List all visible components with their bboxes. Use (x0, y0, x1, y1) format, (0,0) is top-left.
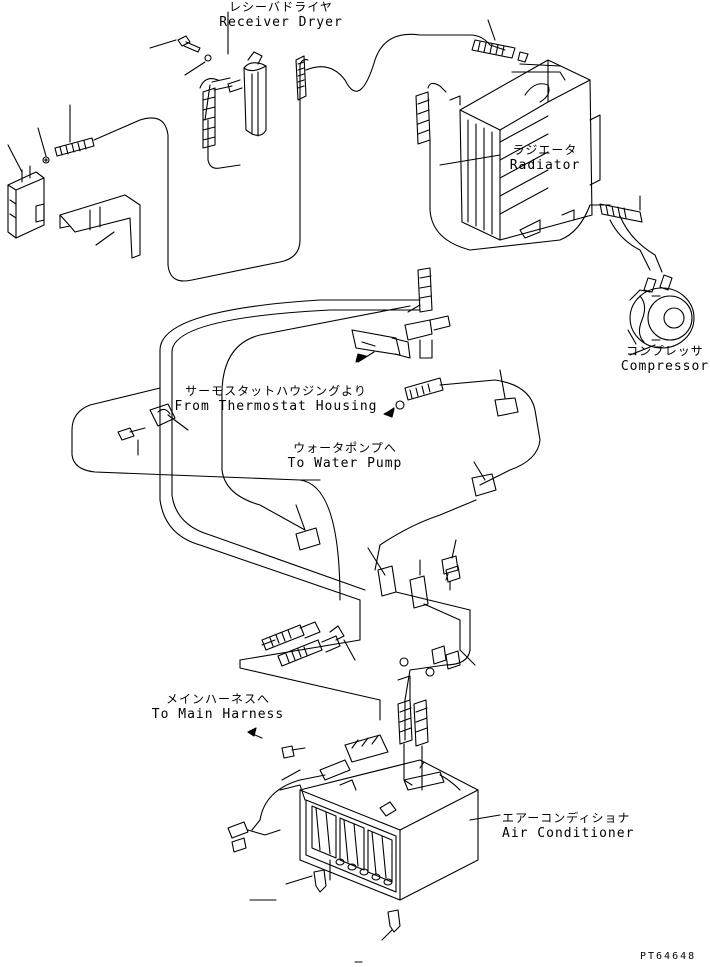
main-harness-label-jp: メインハーネスへ (165, 692, 270, 706)
receiver-dryer-label-en: Receiver Dryer (219, 15, 343, 30)
receiver-dryer-label-jp: レシーバドライヤ (229, 0, 333, 14)
water-pump-label: ウォータポンプへ To Water Pump (280, 441, 410, 471)
leader-lines-left (8, 105, 114, 245)
receiver-dryer-part (203, 52, 306, 148)
air-conditioner-label: エアーコンディショナ Air Conditioner (502, 811, 642, 841)
thermostat-label-jp: サーモスタットハウジングより (185, 384, 367, 398)
center-left-clamp (118, 404, 188, 455)
water-pump-hoses (296, 370, 540, 570)
coolant-pipes (72, 300, 420, 720)
receiver-bolt (150, 36, 211, 75)
thermostat-hoses (352, 268, 450, 362)
water-pump-arrow (384, 409, 394, 417)
label-leaders (250, 155, 655, 962)
radiator-label-jp: ラジエータ (512, 143, 578, 157)
main-harness-label: メインハーネスへ To Main Harness (150, 692, 286, 722)
harness-arrow (248, 728, 262, 738)
radiator-label: ラジエータ Radiator (500, 143, 590, 173)
left-bracket-assembly (8, 157, 140, 258)
compressor-part (628, 275, 694, 348)
thermostat-arrow (356, 354, 366, 362)
air-conditioner-label-en: Air Conditioner (502, 826, 635, 841)
compressor-label-jp: コンプレッサ (626, 344, 704, 358)
upper-hose (306, 20, 528, 91)
main-harness-label-en: To Main Harness (151, 707, 285, 722)
left-hose (55, 138, 94, 156)
right-bolt (446, 566, 460, 590)
harness-connectors (228, 735, 388, 852)
ac-vertical-hoses (398, 676, 428, 790)
compressor-label-en: Compressor (620, 359, 710, 374)
drain-fittings (286, 870, 400, 940)
lower-pipe-clamps (368, 540, 475, 740)
water-pump-label-jp: ウォータポンプへ (293, 441, 397, 455)
radiator-part (450, 60, 600, 240)
radiator-hose-left (416, 83, 610, 250)
compressor-hoses (600, 196, 662, 272)
water-pump-label-en: To Water Pump (287, 456, 403, 471)
compressor-label: コンプレッサ Compressor (620, 344, 710, 374)
main-pipe-route (94, 60, 308, 281)
air-conditioner-part (300, 760, 478, 900)
left-hose-pair (262, 622, 355, 666)
thermostat-label: サーモスタットハウジングより From Thermostat Housing (170, 384, 382, 414)
receiver-dryer-label: レシーバドライヤ Receiver Dryer (216, 0, 346, 30)
thermostat-label-en: From Thermostat Housing (174, 399, 378, 414)
drawing-code: PT64648 (640, 951, 697, 962)
radiator-label-en: Radiator (509, 158, 581, 173)
air-conditioner-label-jp: エアーコンディショナ (502, 811, 631, 825)
